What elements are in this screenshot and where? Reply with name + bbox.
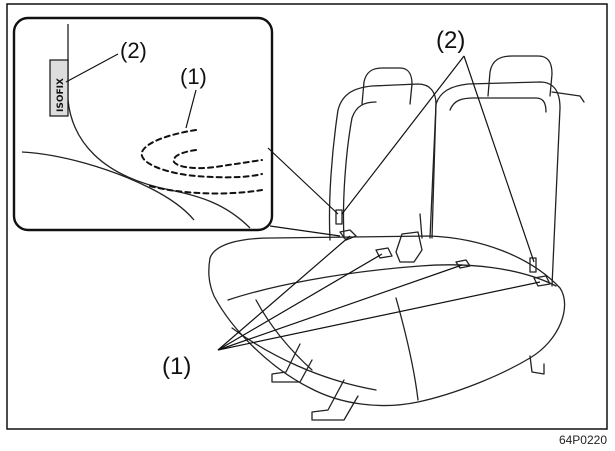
inset-leader-anchor: [185, 89, 197, 129]
right-back-inner: [449, 97, 547, 113]
isofix-anchor-hidden: [140, 129, 263, 195]
inset-label-tag: (2): [120, 38, 147, 63]
cushion-crease-3: [395, 297, 419, 401]
inset-label-anchor: (1): [180, 64, 207, 89]
callout-leaders-anchor: [217, 235, 541, 351]
cushion-crease-1: [227, 264, 557, 301]
inset-leader-tag: [65, 53, 119, 83]
figure-code: 64P0220: [559, 433, 607, 447]
seat-cushion: [208, 235, 566, 407]
left-headrest: [361, 67, 413, 105]
seat-leg-rear: [529, 355, 545, 375]
callout-leaders-tag: [341, 55, 535, 263]
right-seatback: [435, 81, 561, 287]
isofix-anchor-left: [339, 229, 357, 241]
seat-leg-left: [271, 343, 313, 383]
seat-leg-right: [311, 379, 359, 421]
rear-seat-illustration: [208, 55, 585, 421]
center-seam: [431, 103, 437, 239]
left-seatback: [328, 83, 437, 241]
right-headrest: [487, 55, 553, 97]
inset-connector: [267, 147, 341, 237]
isofix-tag-left: [335, 209, 343, 225]
cushion-front-lip: [231, 327, 377, 391]
inset-cushion-line: [21, 151, 195, 221]
center-buckle: [395, 231, 423, 263]
callout-label-anchor: (1): [162, 353, 191, 380]
inset-panel: ISOFIX (2) (1): [12, 16, 274, 232]
buckle-tongue: [419, 213, 423, 239]
isofix-tag-text: ISOFIX: [56, 78, 66, 112]
callout-label-tag: (2): [436, 27, 465, 54]
right-headrest-post: [551, 91, 585, 103]
left-back-inner: [342, 101, 377, 239]
isofix-anchor-right-outer: [533, 275, 551, 287]
isofix-tag: [49, 59, 69, 117]
